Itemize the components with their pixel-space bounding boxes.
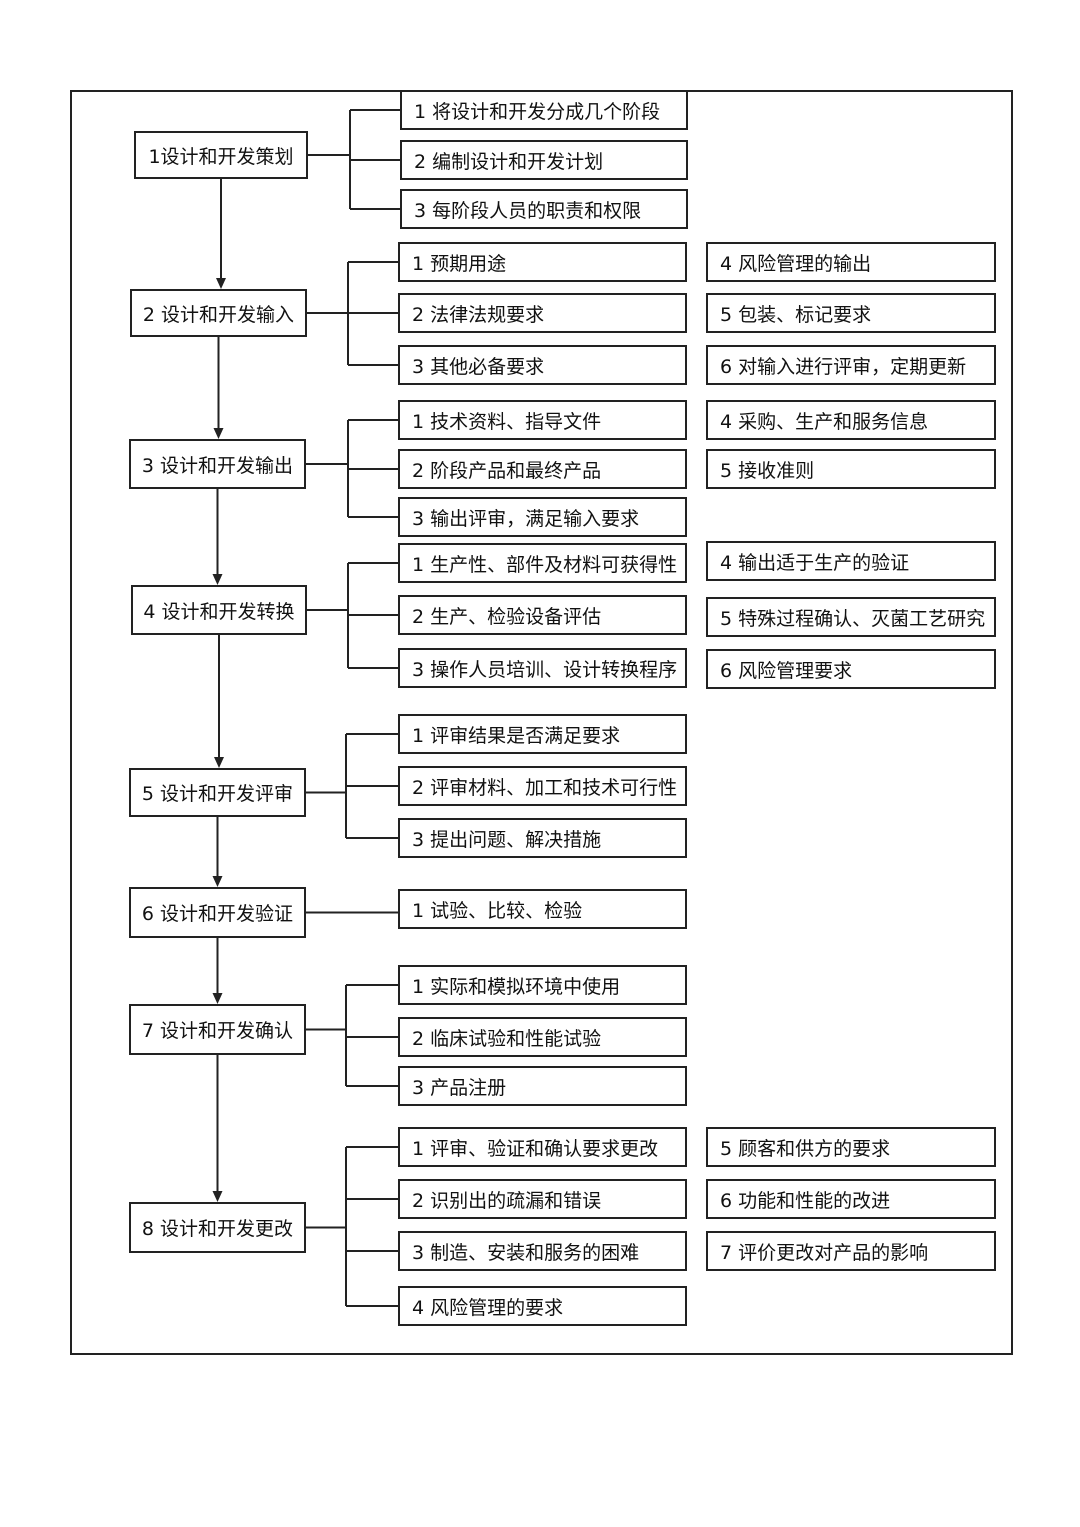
- stage-4-item-1-label: 1 生产性、部件及材料可获得性: [412, 553, 678, 576]
- stage-8-item-6-label: 6 功能和性能的改进: [720, 1189, 891, 1212]
- stage-box-5-label: 5 设计和开发评审: [141, 783, 294, 805]
- stage-box-6: 6 设计和开发验证: [129, 887, 306, 938]
- stage-4-item-6-label: 6 风险管理要求: [720, 659, 853, 682]
- stage-4-item-5: 5 特殊过程确认、灭菌工艺研究: [706, 597, 996, 637]
- arrowhead-icon: [212, 1191, 223, 1202]
- stage-7-item-3-label: 3 产品注册: [412, 1076, 507, 1099]
- stage-2-item-6-label: 6 对输入进行评审，定期更新: [720, 355, 967, 378]
- stage-2-item-1: 1 预期用途: [398, 242, 687, 282]
- stage-2-item-6: 6 对输入进行评审，定期更新: [706, 345, 996, 385]
- stage-1-item-3: 3 每阶段人员的职责和权限: [400, 189, 688, 229]
- stage-2-item-3: 3 其他必备要求: [398, 345, 687, 385]
- stage-7-item-1: 1 实际和模拟环境中使用: [398, 965, 687, 1005]
- stage-8-item-3-label: 3 制造、安装和服务的困难: [412, 1241, 640, 1264]
- stage-box-5: 5 设计和开发评审: [129, 768, 306, 817]
- stage-1-item-1: 1 将设计和开发分成几个阶段: [400, 90, 688, 130]
- stage-2-item-5-label: 5 包装、标记要求: [720, 303, 872, 326]
- stage-3-item-2-label: 2 阶段产品和最终产品: [412, 459, 602, 482]
- stage-7-item-3: 3 产品注册: [398, 1066, 687, 1106]
- stage-8-item-7: 7 评价更改对产品的影响: [706, 1231, 996, 1271]
- stage-8-item-2: 2 识别出的疏漏和错误: [398, 1179, 687, 1219]
- stage-4-item-1: 1 生产性、部件及材料可获得性: [398, 543, 687, 583]
- stage-1-item-3-label: 3 每阶段人员的职责和权限: [414, 199, 642, 222]
- arrowhead-icon: [212, 574, 223, 585]
- stage-7-item-1-label: 1 实际和模拟环境中使用: [412, 975, 621, 998]
- stage-8-item-4: 4 风险管理的要求: [398, 1286, 687, 1326]
- stage-8-item-3: 3 制造、安装和服务的困难: [398, 1231, 687, 1271]
- stage-8-item-1-label: 1 评审、验证和确认要求更改: [412, 1137, 659, 1160]
- stage-box-1: 1设计和开发策划: [134, 131, 308, 179]
- stage-4-item-2-label: 2 生产、检验设备评估: [412, 605, 602, 628]
- stage-3-item-3: 3 输出评审，满足输入要求: [398, 497, 687, 537]
- stage-box-3-label: 3 设计和开发输出: [141, 454, 294, 477]
- stage-box-4: 4 设计和开发转换: [131, 585, 307, 635]
- stage-8-item-1: 1 评审、验证和确认要求更改: [398, 1127, 687, 1167]
- stage-5-item-1-label: 1 评审结果是否满足要求: [412, 724, 621, 747]
- stage-6-item-1: 1 试验、比较、检验: [398, 889, 687, 929]
- stage-8-item-6: 6 功能和性能的改进: [706, 1179, 996, 1219]
- stage-4-item-3-label: 3 操作人员培训、设计转换程序: [412, 658, 678, 681]
- stage-box-8-label: 8 设计和开发更改: [141, 1218, 294, 1240]
- stage-box-6-label: 6 设计和开发验证: [141, 903, 294, 925]
- stage-box-1-label: 1设计和开发策划: [148, 145, 294, 168]
- stage-3-item-4-label: 4 采购、生产和服务信息: [720, 410, 929, 433]
- stage-1-item-2: 2 编制设计和开发计划: [400, 140, 688, 180]
- stage-3-item-5-label: 5 接收准则: [720, 459, 815, 482]
- stage-4-item-5-label: 5 特殊过程确认、灭菌工艺研究: [720, 607, 986, 630]
- stage-1-item-1-label: 1 将设计和开发分成几个阶段: [414, 100, 661, 123]
- stage-2-item-4: 4 风险管理的输出: [706, 242, 996, 282]
- arrowhead-icon: [214, 757, 224, 768]
- stage-3-item-3-label: 3 输出评审，满足输入要求: [412, 507, 640, 530]
- stage-5-item-1: 1 评审结果是否满足要求: [398, 714, 687, 754]
- stage-2-item-4-label: 4 风险管理的输出: [720, 252, 872, 275]
- arrowhead-icon: [216, 278, 226, 289]
- arrowhead-icon: [213, 428, 224, 439]
- stage-8-item-5: 5 顾客和供方的要求: [706, 1127, 996, 1167]
- stage-3-item-1: 1 技术资料、指导文件: [398, 400, 687, 440]
- stage-box-7: 7 设计和开发确认: [129, 1004, 306, 1055]
- stage-8-item-7-label: 7 评价更改对产品的影响: [720, 1241, 929, 1264]
- arrowhead-icon: [212, 876, 223, 887]
- stage-2-item-2-label: 2 法律法规要求: [412, 303, 545, 326]
- stage-2-item-1-label: 1 预期用途: [412, 252, 507, 275]
- stage-5-item-3-label: 3 提出问题、解决措施: [412, 828, 602, 851]
- arrowhead-icon: [212, 993, 223, 1004]
- stage-box-7-label: 7 设计和开发确认: [141, 1020, 294, 1042]
- stage-box-8: 8 设计和开发更改: [129, 1202, 306, 1253]
- stage-6-item-1-label: 1 试验、比较、检验: [412, 899, 583, 922]
- stage-1-item-2-label: 2 编制设计和开发计划: [414, 150, 604, 173]
- stage-8-item-2-label: 2 识别出的疏漏和错误: [412, 1189, 602, 1212]
- stage-box-2: 2 设计和开发输入: [130, 289, 307, 337]
- stage-5-item-2-label: 2 评审材料、加工和技术可行性: [412, 776, 678, 799]
- stage-4-item-2: 2 生产、检验设备评估: [398, 595, 687, 635]
- stage-8-item-5-label: 5 顾客和供方的要求: [720, 1137, 891, 1160]
- stage-3-item-4: 4 采购、生产和服务信息: [706, 400, 996, 440]
- stage-7-item-2-label: 2 临床试验和性能试验: [412, 1027, 602, 1050]
- stage-7-item-2: 2 临床试验和性能试验: [398, 1017, 687, 1057]
- stage-5-item-3: 3 提出问题、解决措施: [398, 818, 687, 858]
- stage-3-item-5: 5 接收准则: [706, 449, 996, 489]
- stage-box-4-label: 4 设计和开发转换: [143, 600, 295, 623]
- stage-2-item-2: 2 法律法规要求: [398, 293, 687, 333]
- stage-5-item-2: 2 评审材料、加工和技术可行性: [398, 766, 687, 806]
- stage-8-item-4-label: 4 风险管理的要求: [412, 1296, 564, 1319]
- stage-2-item-5: 5 包装、标记要求: [706, 293, 996, 333]
- stage-4-item-4-label: 4 输出适于生产的验证: [720, 551, 910, 574]
- stage-3-item-2: 2 阶段产品和最终产品: [398, 449, 687, 489]
- stage-3-item-1-label: 1 技术资料、指导文件: [412, 410, 602, 433]
- stage-4-item-6: 6 风险管理要求: [706, 649, 996, 689]
- stage-2-item-3-label: 3 其他必备要求: [412, 355, 545, 378]
- stage-box-2-label: 2 设计和开发输入: [142, 303, 295, 326]
- stage-4-item-3: 3 操作人员培训、设计转换程序: [398, 648, 687, 688]
- stage-box-3: 3 设计和开发输出: [129, 439, 306, 489]
- stage-4-item-4: 4 输出适于生产的验证: [706, 541, 996, 581]
